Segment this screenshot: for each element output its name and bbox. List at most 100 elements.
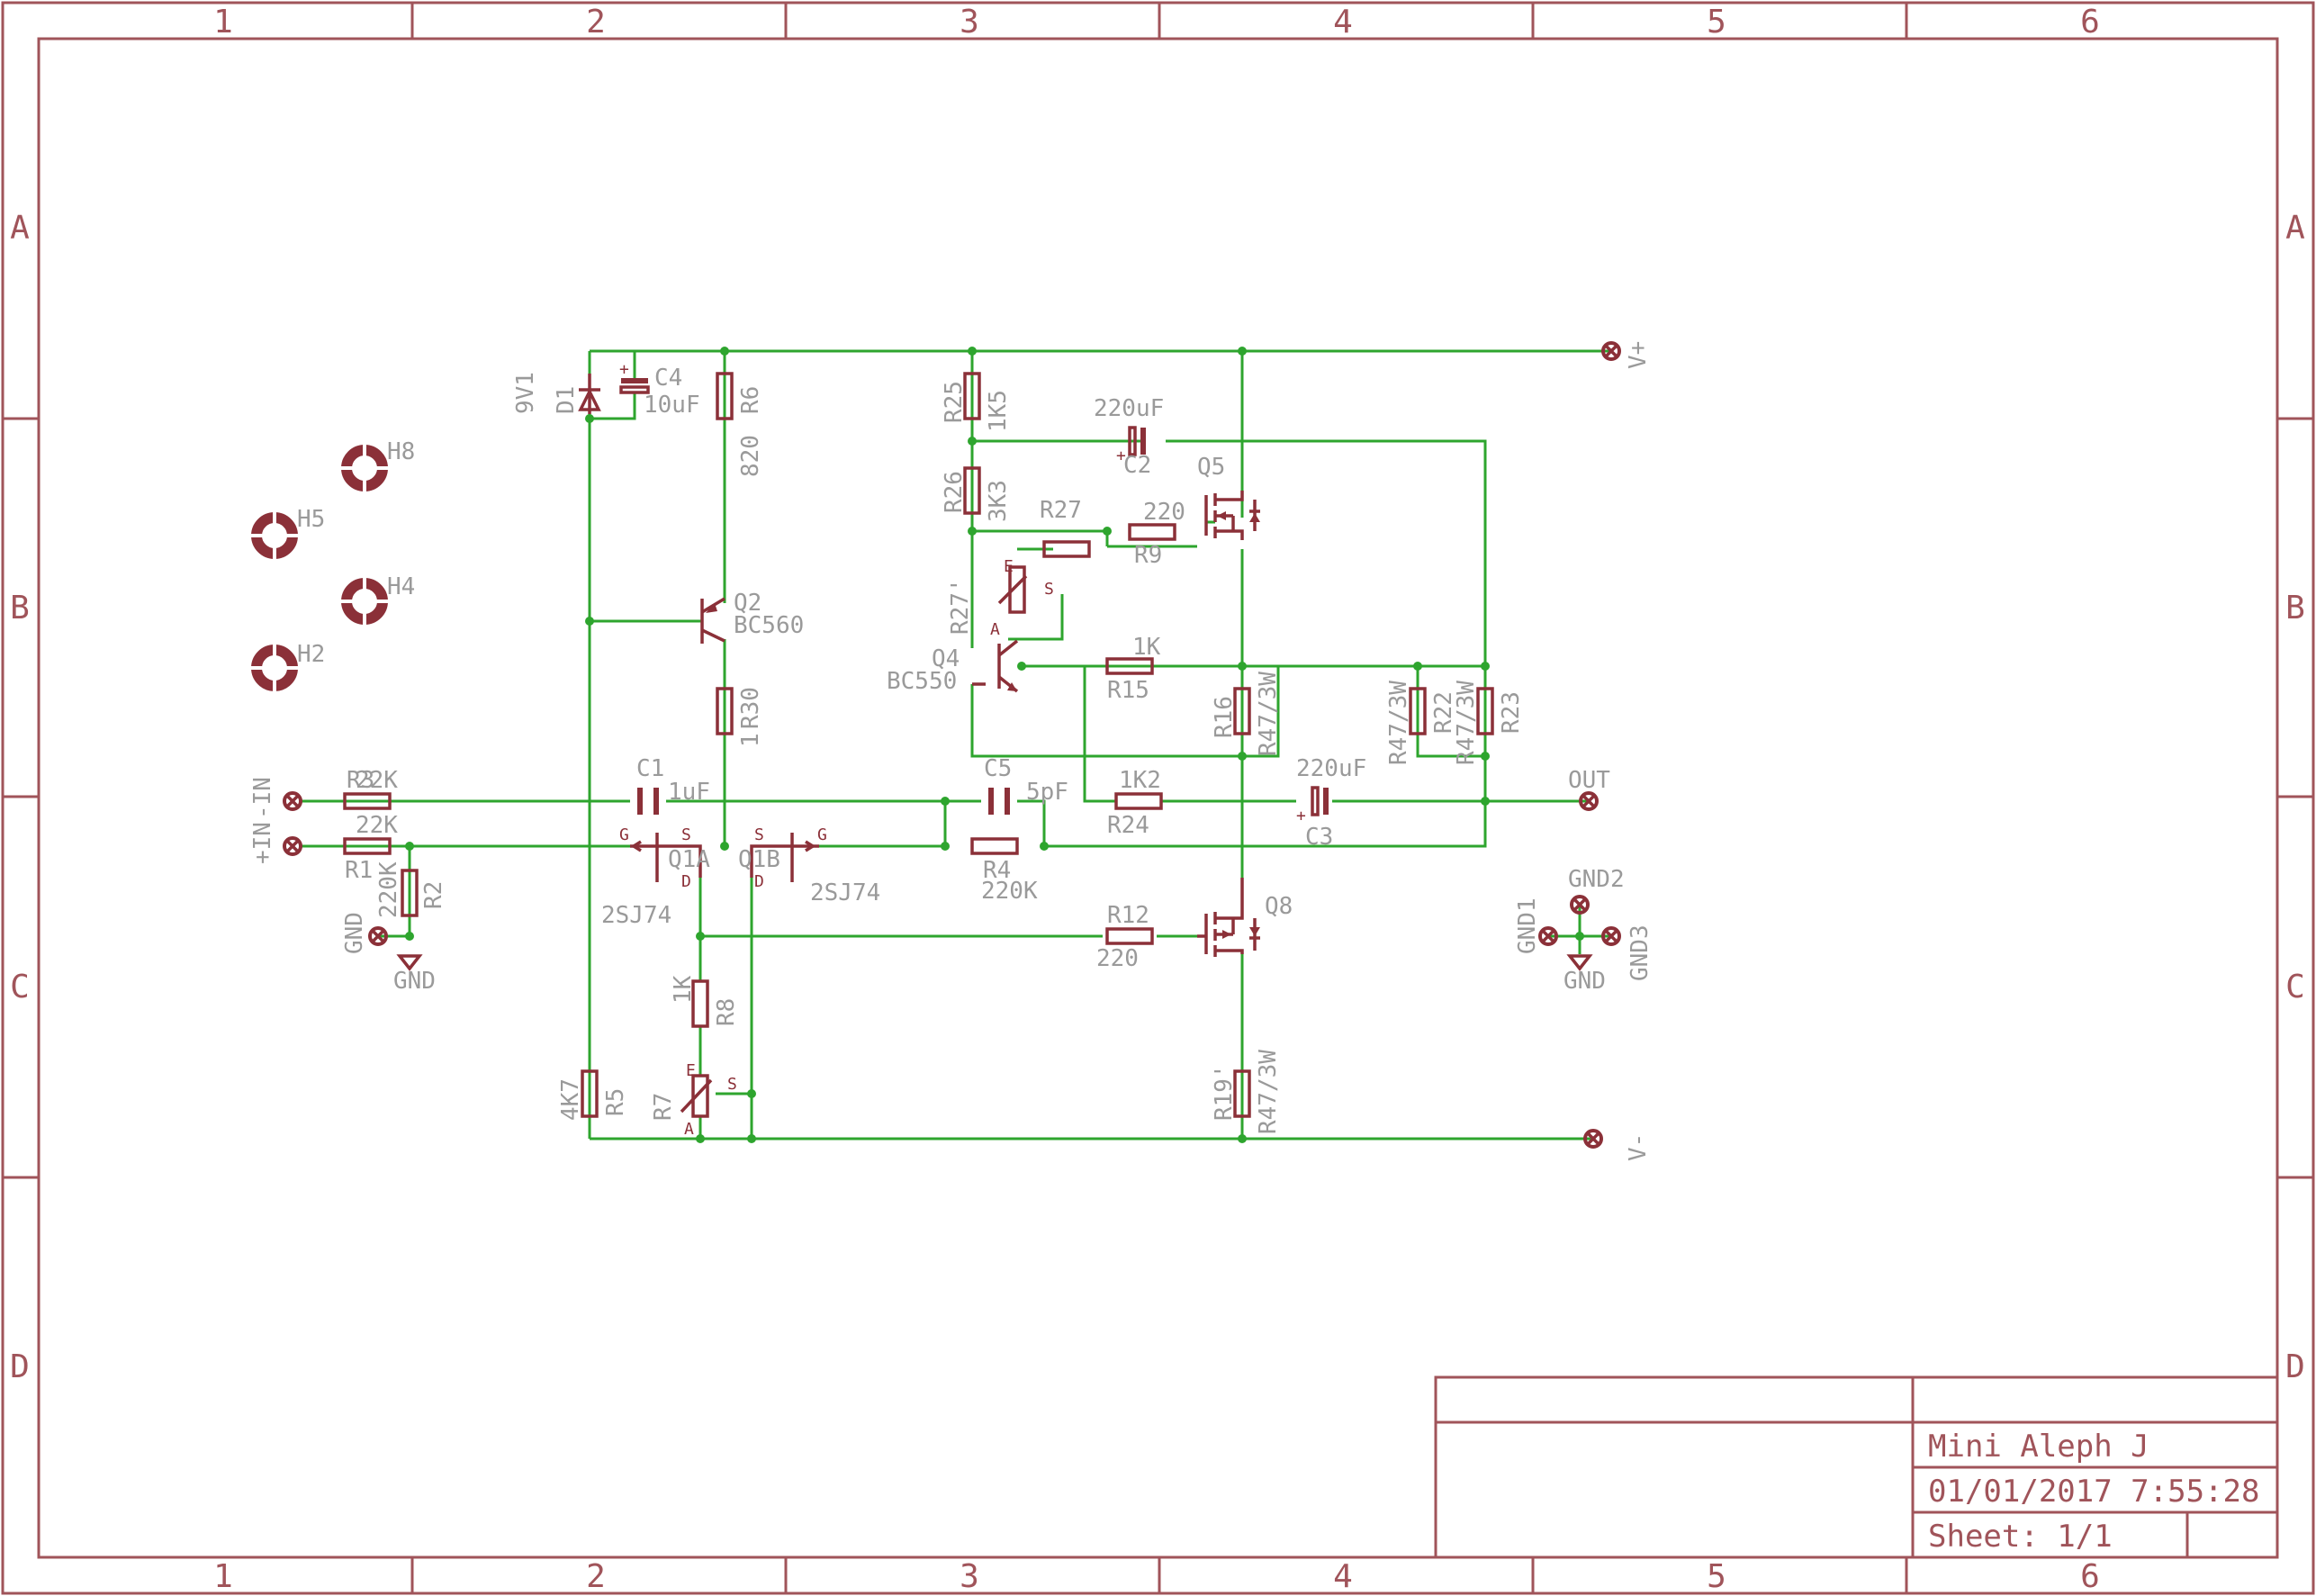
grid-col-3-top: 3: [960, 4, 979, 41]
c5-value: 5pF: [1026, 779, 1068, 806]
out-label: OUT: [1568, 767, 1610, 794]
resistor-r6: [716, 372, 734, 420]
title-block-date: 01/01/2017 7:55:28: [1928, 1474, 2259, 1510]
q1b-name: Q1B: [738, 846, 780, 873]
r5-value: 4K7: [557, 1078, 584, 1121]
gnd2-label: GND2: [1568, 866, 1625, 893]
jfet-q1a: [630, 833, 702, 882]
r2-value: 220K: [375, 861, 402, 918]
vplus-terminal[interactable]: [1601, 341, 1621, 361]
r22-name: R22: [1430, 691, 1457, 734]
r3-value: 22K: [356, 767, 398, 794]
r23-value: R47/3W: [1453, 681, 1480, 765]
resistor-r24: [1114, 792, 1163, 810]
mounting-hole-h5: [251, 512, 298, 559]
c1-name: C1: [636, 755, 664, 782]
r15-value: 1K: [1132, 634, 1161, 661]
r9-name: R9: [1134, 542, 1162, 569]
mosfet-q5: [1204, 491, 1260, 540]
resistor-r22: [1409, 687, 1427, 735]
c2-name: C2: [1123, 452, 1151, 479]
capacitor-c5: [988, 788, 1010, 815]
resistor-r25: [963, 372, 981, 420]
q4-name: Q4: [932, 645, 960, 672]
resistor-r5: [581, 1069, 599, 1118]
gnd3-terminal[interactable]: [1601, 926, 1621, 946]
grid-col-4-top: 4: [1333, 4, 1353, 41]
q8-name: Q8: [1265, 893, 1293, 920]
svg-text:+: +: [619, 360, 629, 379]
transistor-q2: [700, 597, 725, 644]
r27p-pin-e: E: [1004, 557, 1014, 576]
q1a-pin-s: S: [681, 825, 691, 844]
c3-value: 220uF: [1296, 755, 1366, 782]
r24-name: R24: [1107, 812, 1149, 839]
grid-row-a-right: A: [2285, 210, 2305, 247]
r8-name: R8: [713, 998, 740, 1026]
r27p-pin-s: S: [1044, 580, 1054, 599]
r7-pin-e: E: [686, 1061, 696, 1080]
q2-value: BC560: [734, 612, 804, 639]
capacitor-c2: +: [1116, 426, 1146, 465]
hole-label-h8: H8: [387, 438, 415, 465]
grid-col-2-bottom: 2: [586, 1558, 606, 1595]
gnd-input-label: GND: [341, 912, 368, 954]
grid-row-c-right: C: [2285, 969, 2305, 1005]
q1b-pin-g: G: [817, 825, 827, 844]
r16-name: R16: [1211, 696, 1238, 738]
c2-value: 220uF: [1094, 395, 1164, 422]
in-plus-terminal[interactable]: [283, 836, 302, 856]
grid-col-6-top: 6: [2080, 4, 2100, 41]
trimmer-r7: [680, 1074, 713, 1118]
vminus-label: V-: [1625, 1133, 1652, 1161]
c3-name: C3: [1305, 824, 1333, 851]
grid-row-b-right: B: [2285, 590, 2305, 627]
r1-name: R1: [345, 857, 373, 884]
gnd2-terminal[interactable]: [1570, 895, 1590, 915]
r30-value: 1: [737, 733, 764, 747]
out-terminal[interactable]: [1579, 791, 1599, 811]
gnd3-label: GND3: [1627, 924, 1654, 981]
q1b-pin-d: D: [754, 872, 764, 891]
terminals: V+ V- -IN +IN OUT GND GND1 GND2: [249, 341, 1654, 1161]
ground-label-left: GND: [393, 968, 436, 995]
r12-value: 220: [1096, 945, 1139, 972]
c4-value: 10uF: [644, 392, 700, 419]
zener-diode-d1: [578, 374, 601, 414]
svg-text:+: +: [1296, 807, 1306, 825]
resistor-r1: [343, 837, 392, 855]
in-minus-terminal[interactable]: [283, 791, 302, 811]
transistor-q4: [972, 639, 1019, 693]
r7-pin-a: A: [684, 1120, 694, 1139]
d1-name: D1: [553, 386, 580, 414]
grid-col-1-top: 1: [213, 4, 233, 41]
capacitor-c1: [637, 788, 659, 815]
r16-value: R47/3W: [1255, 672, 1282, 756]
q5-name: Q5: [1197, 454, 1225, 481]
resistor-r23: [1476, 687, 1494, 735]
r7-name: R7: [650, 1093, 677, 1121]
c1-value: 1uF: [668, 779, 710, 806]
gnd-input-terminal[interactable]: [368, 926, 388, 946]
r9-value: 220: [1143, 499, 1185, 526]
r6-value: 820: [737, 435, 764, 477]
r7-pin-s: S: [727, 1075, 737, 1094]
grid-row-a-left: A: [10, 210, 30, 247]
gnd1-label: GND1: [1514, 897, 1541, 954]
resistor-r26: [963, 466, 981, 515]
r23-name: R23: [1498, 691, 1525, 734]
vminus-terminal[interactable]: [1583, 1129, 1603, 1149]
q2-name: Q2: [734, 590, 761, 617]
gnd1-terminal[interactable]: [1538, 926, 1558, 946]
grid-row-c-left: C: [10, 969, 30, 1005]
r26-value: 3K3: [985, 480, 1012, 522]
d1-value: 9V1: [512, 372, 539, 414]
c5-name: C5: [984, 755, 1012, 782]
grid-row-d-right: D: [2285, 1348, 2305, 1385]
grid-col-4-bottom: 4: [1333, 1558, 1353, 1595]
resistor-r15: [1105, 657, 1154, 675]
grid-col-2-top: 2: [586, 4, 606, 41]
resistor-r27: [1042, 540, 1091, 558]
r25-value: 1K5: [985, 390, 1012, 432]
